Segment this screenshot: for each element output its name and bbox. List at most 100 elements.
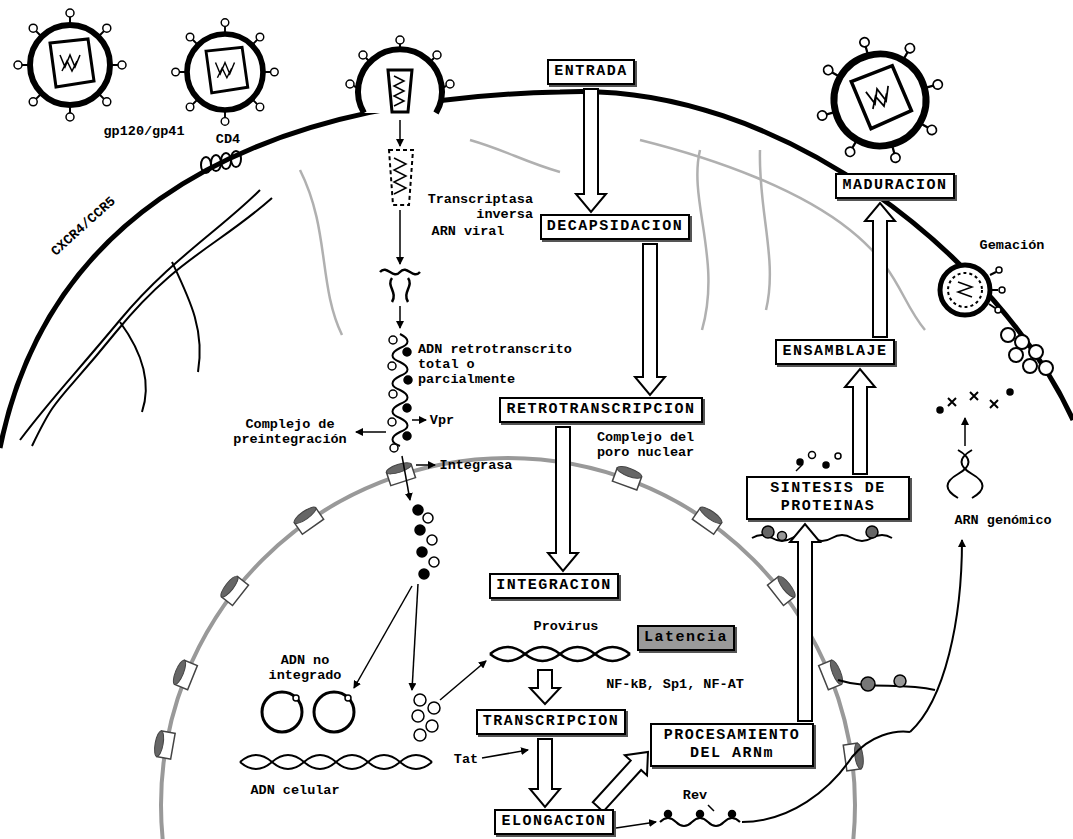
cell-membrane bbox=[0, 91, 1073, 448]
filament bbox=[470, 140, 560, 172]
viral-rna bbox=[394, 158, 406, 194]
vesicle bbox=[1023, 359, 1037, 373]
stage-name: PROCESAMIENTO DEL ARNm bbox=[657, 727, 807, 763]
stage-name: ENTRADA bbox=[554, 63, 628, 81]
protein bbox=[809, 452, 816, 459]
leader-arrow bbox=[356, 431, 386, 433]
receptor-coil bbox=[211, 155, 221, 171]
nuclear-pore bbox=[171, 659, 197, 690]
stage-arrow bbox=[576, 89, 606, 212]
stage-box: PROCESAMIENTO DEL ARNm bbox=[650, 723, 814, 767]
integration-bead bbox=[412, 710, 424, 722]
protein bbox=[937, 407, 943, 413]
annotation-label: Gemación bbox=[980, 238, 1045, 253]
nuclear-pore bbox=[153, 730, 175, 759]
stage-arrow bbox=[635, 244, 665, 395]
annotation-label: ADN celular bbox=[250, 783, 339, 798]
reverse-transcription-path bbox=[354, 120, 486, 741]
flow-arrow bbox=[964, 418, 966, 446]
flow-arrow bbox=[616, 822, 656, 828]
annotation-label: ADN no integrado bbox=[265, 653, 345, 683]
virus-envelope bbox=[358, 49, 442, 113]
rna-processing bbox=[482, 389, 1013, 828]
stage-box: TRANSCRIPCION bbox=[476, 709, 627, 735]
annotation-label: ARN viral bbox=[432, 224, 505, 239]
viral-proteins bbox=[948, 392, 998, 408]
leader-arrow bbox=[412, 419, 426, 421]
filament bbox=[172, 262, 200, 372]
annotation-label: gp120/gp41 bbox=[103, 124, 184, 139]
annotation-label: NF-kB, Sp1, NF-AT bbox=[606, 677, 744, 692]
virus-knob bbox=[346, 80, 354, 88]
annotation-label: Transcriptasa inversa bbox=[421, 192, 533, 222]
stage-box: RETROTRANSCRIPCION bbox=[499, 397, 702, 423]
pic-bead bbox=[423, 513, 433, 523]
stage-box: DECAPSIDACION bbox=[540, 214, 691, 240]
stage-arrow bbox=[530, 670, 560, 704]
protein bbox=[1007, 389, 1013, 395]
ribosome bbox=[861, 677, 875, 691]
nuclear-pore bbox=[218, 574, 248, 606]
nuclear-pore bbox=[385, 461, 415, 486]
stage-name: INTEGRACION bbox=[496, 577, 612, 595]
nuclear-pore bbox=[819, 659, 845, 690]
dna-bead bbox=[389, 390, 397, 398]
virus-knob bbox=[446, 80, 454, 88]
stage-box: SINTESIS DE PROTEINAS bbox=[746, 476, 910, 520]
rev-protein bbox=[665, 811, 672, 818]
stage-arrow bbox=[845, 369, 875, 474]
flow-arrow bbox=[354, 586, 412, 688]
virus-knob bbox=[359, 51, 367, 59]
dna-bead bbox=[345, 695, 351, 701]
vesicle-cluster bbox=[1001, 328, 1053, 375]
leader-line bbox=[708, 805, 714, 811]
stage-box: MADURACION bbox=[835, 173, 954, 199]
virus-knob bbox=[999, 287, 1005, 293]
annotation-label: CXCR4/CCR5 bbox=[49, 193, 119, 258]
receptors bbox=[201, 151, 241, 173]
stage-arrow bbox=[548, 427, 578, 571]
budding-virion bbox=[940, 265, 1005, 315]
stage-name: MADURACION bbox=[842, 177, 947, 195]
nuclear-pore bbox=[692, 505, 724, 535]
receptor-coil bbox=[231, 151, 241, 167]
mrna bbox=[660, 818, 740, 826]
flow-arrow bbox=[399, 210, 401, 264]
ribosome bbox=[762, 526, 774, 538]
provirus-dna bbox=[490, 647, 630, 661]
dna-bead bbox=[403, 348, 411, 356]
stage-arrow bbox=[593, 752, 648, 812]
virus-knob bbox=[996, 267, 1002, 273]
pic-bead bbox=[429, 557, 439, 567]
stage-name: Latencia bbox=[644, 629, 728, 647]
stage-name: RETROTRANSCRIPCION bbox=[506, 401, 695, 419]
stage-box: ENSAMBLAJE bbox=[775, 339, 894, 365]
pic-bead bbox=[415, 525, 425, 535]
nuclear-pore bbox=[292, 505, 324, 535]
genomic-rna-arrow bbox=[910, 540, 962, 732]
vesicle bbox=[1029, 345, 1043, 359]
protein bbox=[796, 464, 803, 471]
protein bbox=[835, 453, 841, 459]
entering-virion bbox=[346, 36, 454, 113]
annotation-label: Complejo de preintegración bbox=[230, 417, 350, 447]
cytoskeleton bbox=[300, 140, 925, 335]
uncoating-capsid bbox=[389, 150, 413, 205]
filament bbox=[300, 170, 342, 335]
stage-name: TRANSCRIPCION bbox=[483, 713, 620, 731]
ribosome bbox=[866, 526, 878, 538]
stage-box: INTEGRACION bbox=[489, 573, 619, 599]
dna-bead bbox=[388, 362, 396, 370]
viral-rna bbox=[380, 270, 420, 302]
pic-bead bbox=[427, 535, 437, 545]
stage-arrow bbox=[865, 203, 895, 337]
pic-bead bbox=[413, 505, 423, 515]
unintegrated-dna bbox=[262, 692, 354, 732]
flow-arrow bbox=[399, 306, 401, 328]
dna-bead bbox=[403, 432, 411, 440]
dna-ring bbox=[262, 692, 302, 732]
integration-bead bbox=[414, 729, 426, 741]
viral-rna bbox=[394, 76, 404, 106]
integration-bead bbox=[414, 694, 426, 706]
